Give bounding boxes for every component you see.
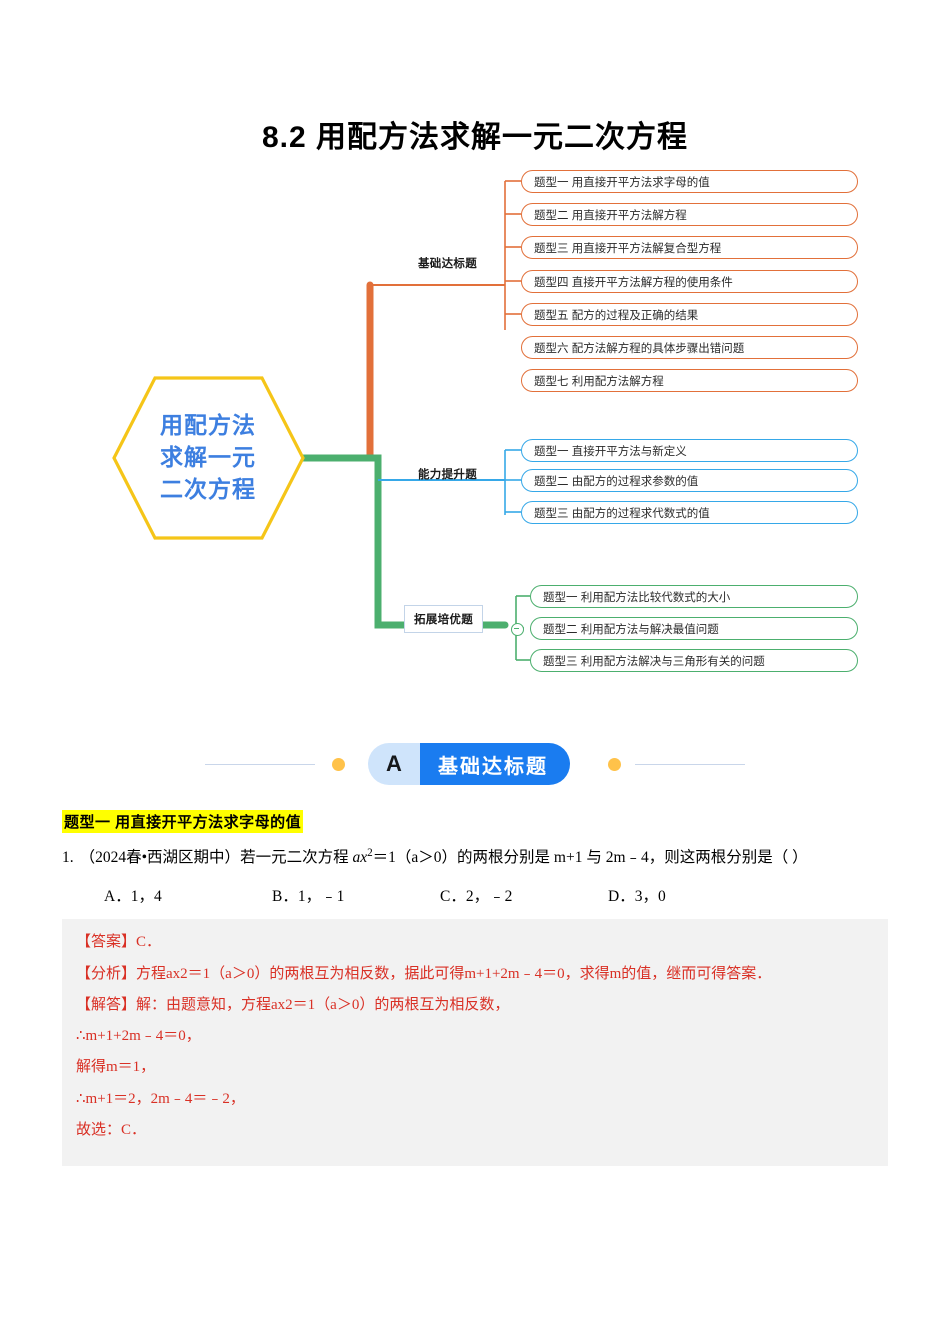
center-node-line-3: 二次方程 <box>160 475 256 502</box>
question-stem-part-3: ） <box>792 849 808 867</box>
mindmap-leaf[interactable]: 题型一 用直接开平方法求字母的值 <box>521 170 858 193</box>
question-source: （2024春•西湖区期中） <box>79 849 241 867</box>
option-d[interactable]: D．3，0 <box>608 888 666 906</box>
branch-label-basic[interactable]: 基础达标题 <box>418 258 477 270</box>
badge-rule-left <box>205 764 315 765</box>
question-stem-part-2: ＝1（a＞0）的两根分别是 m+1 与 2m﹣4，则这两根分别是（ <box>372 849 789 867</box>
question-options: A．1，4 B．1，﹣1 C．2，﹣2 D．3，0 <box>62 884 888 906</box>
question-equation-exponent: 2 <box>367 847 373 859</box>
question-type-heading: 题型一 用直接开平方法求字母的值 <box>62 810 304 833</box>
answer-line: 【答案】C． <box>76 934 162 951</box>
mindmap-leaf[interactable]: 题型五 配方的过程及正确的结果 <box>521 303 858 326</box>
page-title: 8.2 用配方法求解一元二次方程 <box>261 121 689 154</box>
mindmap-leaf[interactable]: 题型六 配方法解方程的具体步骤出错问题 <box>521 336 858 359</box>
center-node-line-2: 求解一元 <box>160 444 256 471</box>
section-badge-pill: A 基础达标题 <box>368 743 570 785</box>
answer-line: 【分析】方程ax2＝1（a＞0）的两根互为相反数，据此可得m+1+2m﹣4＝0，… <box>76 965 772 982</box>
mindmap-leaf[interactable]: 题型四 直接开平方法解方程的使用条件 <box>521 270 858 293</box>
section-badge-letter: A <box>368 743 420 785</box>
mindmap-leaf[interactable]: 题型二 利用配方法与解决最值问题 <box>530 617 858 640</box>
answer-line: ∴m+1＝2，2m﹣4＝﹣2， <box>76 1090 245 1107</box>
badge-rule-right <box>635 764 745 765</box>
badge-dot-right-icon <box>608 758 621 771</box>
mindmap-leaf[interactable]: 题型一 直接开平方法与新定义 <box>521 439 858 462</box>
question-number: 1. <box>62 849 74 867</box>
answer-line: 解得m＝1， <box>76 1059 156 1076</box>
branch-label-extend[interactable]: 拓展培优题 <box>404 605 483 633</box>
mindmap-leaf[interactable]: 题型一 利用配方法比较代数式的大小 <box>530 585 858 608</box>
mindmap-center-node[interactable]: 用配方法 求解一元 二次方程 <box>113 378 303 538</box>
question-equation-base: ax <box>352 849 368 867</box>
mindmap-leaf[interactable]: 题型二 由配方的过程求参数的值 <box>521 469 858 492</box>
mindmap-leaf[interactable]: 题型七 利用配方法解方程 <box>521 369 858 392</box>
question-stem-part-1: 若一元二次方程 <box>240 849 353 867</box>
section-badge-label: 基础达标题 <box>420 743 570 785</box>
option-a[interactable]: A．1，4 <box>104 888 162 906</box>
answer-line: 故选：C． <box>76 1121 147 1138</box>
answer-line: ∴m+1+2m﹣4＝0， <box>76 1028 201 1045</box>
mindmap-leaf[interactable]: 题型二 用直接开平方法解方程 <box>521 203 858 226</box>
answer-line: 【解答】解：由题意知，方程ax2＝1（a＞0）的两根互为相反数， <box>76 996 510 1013</box>
question-stem: 1. （2024春•西湖区期中）若一元二次方程 ax2＝1（a＞0）的两根分别是 … <box>62 844 888 870</box>
question-content: 题型一 用直接开平方法求字母的值 1. （2024春•西湖区期中）若一元二次方程 … <box>62 810 888 1167</box>
mindmap: 用配方法 求解一元 二次方程 基础达标题 能力提升题 拓展培优题 题型一 用直接… <box>0 160 950 700</box>
mindmap-leaf[interactable]: 题型三 利用配方法解决与三角形有关的问题 <box>530 649 858 672</box>
answer-explanation-block: 【答案】C． 【分析】方程ax2＝1（a＞0）的两根互为相反数，据此可得m+1+… <box>62 919 888 1167</box>
branch-label-improve[interactable]: 能力提升题 <box>418 469 477 481</box>
mindmap-leaf[interactable]: 题型三 由配方的过程求代数式的值 <box>521 501 858 524</box>
option-c[interactable]: C．2，﹣2 <box>440 888 513 906</box>
collapse-toggle-icon[interactable] <box>511 623 524 636</box>
section-badge: A 基础达标题 <box>0 735 950 795</box>
option-b[interactable]: B．1，﹣1 <box>272 888 345 906</box>
center-node-line-1: 用配方法 <box>160 412 256 439</box>
mindmap-leaf[interactable]: 题型三 用直接开平方法解复合型方程 <box>521 236 858 259</box>
badge-dot-left-icon <box>332 758 345 771</box>
